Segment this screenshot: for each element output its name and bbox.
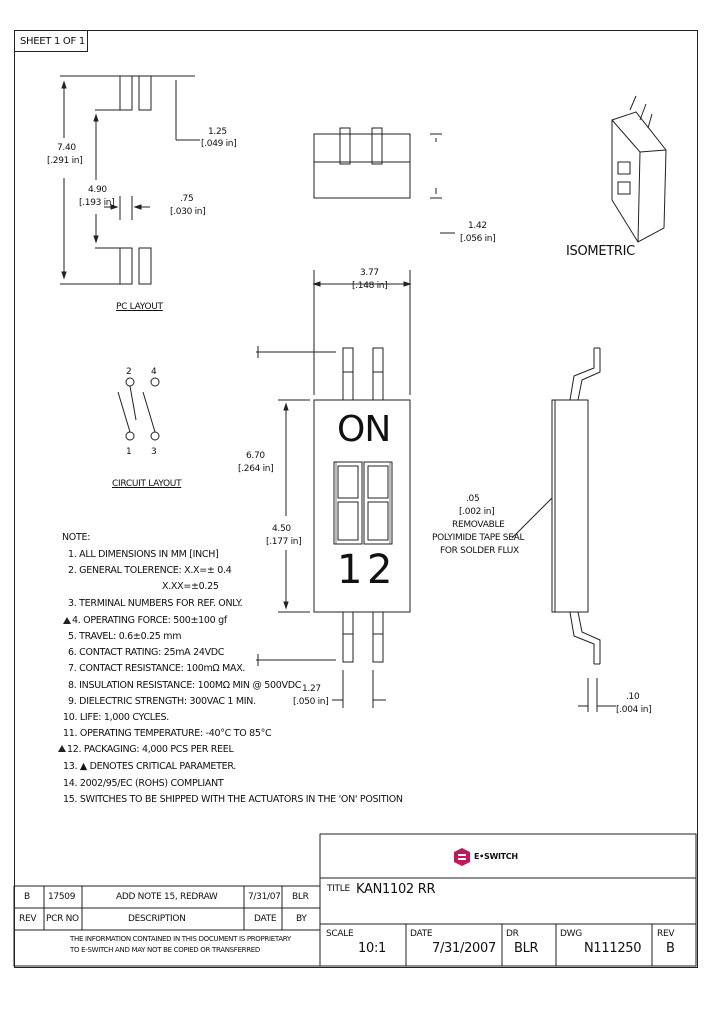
pc-pad xyxy=(138,247,152,285)
rev-value: B xyxy=(24,892,30,902)
note-2b: X.XX=±0.25 xyxy=(162,581,219,592)
pc-pad xyxy=(119,75,133,111)
notes-title: NOTE: xyxy=(62,532,91,543)
by-header: BY xyxy=(296,914,307,924)
pitch-mm: 1.27 xyxy=(302,684,321,694)
pin-1: 1 xyxy=(126,447,132,457)
pc-dim1-mm: 1.25 xyxy=(208,127,227,137)
top-height-mm: 6.70 xyxy=(246,451,265,461)
note-13: 13. ▲ DENOTES CRITICAL PARAMETER. xyxy=(63,761,237,772)
date-label: DATE xyxy=(410,929,433,939)
eswitch-logo-text: E•SWITCH xyxy=(474,852,518,861)
tape-note-4: POLYIMIDE TAPE SEAL xyxy=(432,533,525,543)
proprietary-line-2: TO E-SWITCH AND MAY NOT BE COPIED OR TRA… xyxy=(70,946,260,954)
note-15: 15. SWITCHES TO BE SHIPPED WITH THE ACTU… xyxy=(63,794,403,805)
note-7: 7. CONTACT RESISTANCE: 100mΩ MAX. xyxy=(68,663,246,674)
position-2-label: 2 xyxy=(367,547,393,593)
circuit-layout-title: CIRCUIT LAYOUT xyxy=(112,479,182,489)
note-1: 1. ALL DIMENSIONS IN MM [INCH] xyxy=(68,549,219,560)
drawing-title: KAN1102 RR xyxy=(356,882,436,897)
pc-layout-title: PC LAYOUT xyxy=(116,302,163,312)
pc-pad xyxy=(119,247,133,285)
on-label: ON xyxy=(337,409,391,450)
rev-block-value: B xyxy=(666,941,675,956)
pc-dim3-mm: 4.90 xyxy=(88,185,107,195)
date-header: DATE xyxy=(254,914,277,924)
dwg-label: DWG xyxy=(560,929,582,939)
pitch-in: [.050 in] xyxy=(293,697,329,707)
note-6: 6. CONTACT RATING: 25mA 24VDC xyxy=(68,647,225,658)
pin-3: 3 xyxy=(151,447,157,457)
pc-dim4-mm: .75 xyxy=(180,194,194,204)
note-12: 12. PACKAGING: 4,000 PCS PER REEL xyxy=(67,744,234,755)
pc-dim3-in: [.193 in] xyxy=(79,198,115,208)
pcr-header: PCR NO xyxy=(46,914,79,924)
pc-dim1-in: [.049 in] xyxy=(201,139,237,149)
drawing-frame xyxy=(14,30,698,968)
side-dim-in: [.056 in] xyxy=(460,234,496,244)
top-width-in: [.148 in] xyxy=(352,281,388,291)
top-body-mm: 4.50 xyxy=(272,524,291,534)
note-11: 11. OPERATING TEMPERATURE: -40°C TO 85°C xyxy=(63,728,272,739)
pin-4: 4 xyxy=(151,367,157,377)
rev-date: 7/31/07 xyxy=(248,892,281,902)
lead-dim-in: [.004 in] xyxy=(616,705,652,715)
pc-dim2-in: [.291 in] xyxy=(47,156,83,166)
rev-by: BLR xyxy=(292,892,309,902)
rev-description: ADD NOTE 15, REDRAW xyxy=(116,892,218,902)
rev-label: REV xyxy=(657,929,675,939)
note-10: 10. LIFE: 1,000 CYCLES. xyxy=(63,712,169,723)
isometric-label: ISOMETRIC xyxy=(566,244,635,259)
eswitch-logo-icon xyxy=(454,848,470,866)
pc-dim2-mm: 7.40 xyxy=(57,143,76,153)
top-height-in: [.264 in] xyxy=(238,464,274,474)
side-dim-mm: 1.42 xyxy=(468,221,487,231)
title-label: TITLE xyxy=(327,884,350,894)
scale-label: SCALE xyxy=(326,929,354,939)
proprietary-line-1: THE INFORMATION CONTAINED IN THIS DOCUME… xyxy=(70,935,291,943)
note-8: 8. INSULATION RESISTANCE: 100MΩ MIN @ 50… xyxy=(68,680,302,691)
tape-note-5: FOR SOLDER FLUX xyxy=(440,546,519,556)
scale-value: 10:1 xyxy=(358,941,386,956)
description-header: DESCRIPTION xyxy=(128,914,186,924)
date-value: 7/31/2007 xyxy=(432,941,496,956)
top-body-in: [.177 in] xyxy=(266,537,302,547)
note-5: 5. TRAVEL: 0.6±0.25 mm xyxy=(68,631,182,642)
tape-note-1: .05 xyxy=(466,494,480,504)
critical-triangle-icon xyxy=(63,617,71,624)
rev-header: REV xyxy=(19,914,37,924)
pcr-value: 17509 xyxy=(48,892,76,902)
note-4: 4. OPERATING FORCE: 500±100 gf xyxy=(72,615,227,626)
note-9: 9. DIELECTRIC STRENGTH: 300VAC 1 MIN. xyxy=(68,696,256,707)
note-2: 2. GENERAL TOLERENCE: X.X=± 0.4 xyxy=(68,565,232,576)
top-width-mm: 3.77 xyxy=(360,268,379,278)
note-14: 14. 2002/95/EC (ROHS) COMPLIANT xyxy=(63,778,224,789)
critical-triangle-icon xyxy=(58,745,66,752)
pc-dim4-in: [.030 in] xyxy=(170,207,206,217)
tape-note-2: [.002 in] xyxy=(459,507,495,517)
sheet-box xyxy=(14,30,88,52)
pin-2: 2 xyxy=(126,367,132,377)
position-1-label: 1 xyxy=(337,547,363,593)
pc-pad xyxy=(138,75,152,111)
dr-value: BLR xyxy=(514,941,539,956)
dr-label: DR xyxy=(506,929,519,939)
lead-dim-mm: .10 xyxy=(626,692,640,702)
note-3: 3. TERMINAL NUMBERS FOR REF. ONLY. xyxy=(68,598,243,609)
dwg-value: N111250 xyxy=(584,941,642,956)
sheet-label: SHEET 1 OF 1 xyxy=(20,36,85,47)
tape-note-3: REMOVABLE xyxy=(452,520,505,530)
